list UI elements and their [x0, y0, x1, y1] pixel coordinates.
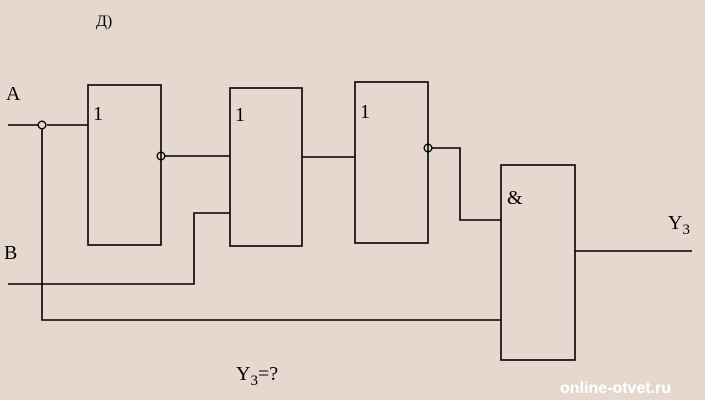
gate2-symbol: 1 [235, 104, 245, 126]
question-rest: =? [258, 363, 278, 385]
wire-a-to-and [41, 129, 501, 321]
gate2-or-box [229, 87, 303, 247]
input-b-label: B [4, 242, 17, 264]
variant-label: Д) [96, 13, 112, 30]
output-label-sub: 3 [682, 222, 690, 238]
gate1-or-box [87, 84, 162, 246]
input-a-label: A [6, 83, 21, 105]
question-sub: 3 [250, 373, 258, 389]
output-label-base: Y [668, 212, 682, 234]
gate4-and-box [500, 164, 576, 361]
gate3-or-box [354, 81, 429, 244]
gate4-symbol: & [507, 187, 523, 209]
question-label: Y3=? [236, 363, 278, 389]
watermark: online-otvet.ru [560, 380, 671, 397]
output-label: Y3 [668, 212, 690, 238]
gate3-symbol: 1 [360, 101, 370, 123]
junction-node-a [37, 120, 47, 130]
wire-b-to-gate2 [8, 212, 230, 285]
wires [8, 124, 692, 321]
wire-gate3-to-and [432, 147, 501, 221]
gate1-symbol: 1 [93, 103, 103, 125]
question-base: Y [236, 363, 250, 385]
